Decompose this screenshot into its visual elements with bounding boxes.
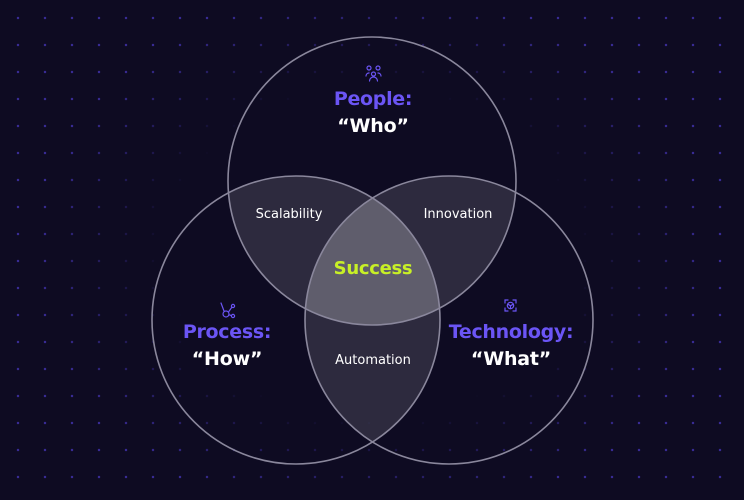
people-subtitle: “Who” <box>337 115 409 137</box>
circle-technology <box>304 175 594 465</box>
technology-title: Technology: <box>448 321 574 343</box>
people-title: People: <box>333 88 413 110</box>
intersection-success: Success <box>333 258 413 279</box>
circle-process <box>151 175 441 465</box>
technology-subtitle: “What” <box>470 348 552 370</box>
people-icon <box>365 65 382 82</box>
intersection-automation: Automation <box>335 353 411 368</box>
circle-people <box>227 36 517 326</box>
process-subtitle: “How” <box>191 348 263 370</box>
intersection-scalability: Scalability <box>255 207 323 222</box>
intersection-innovation: Innovation <box>423 207 493 222</box>
process-network-icon <box>220 302 236 319</box>
process-title: Process: <box>182 321 272 343</box>
overlap-process-technology <box>305 176 440 464</box>
technology-cube-icon <box>504 299 517 312</box>
